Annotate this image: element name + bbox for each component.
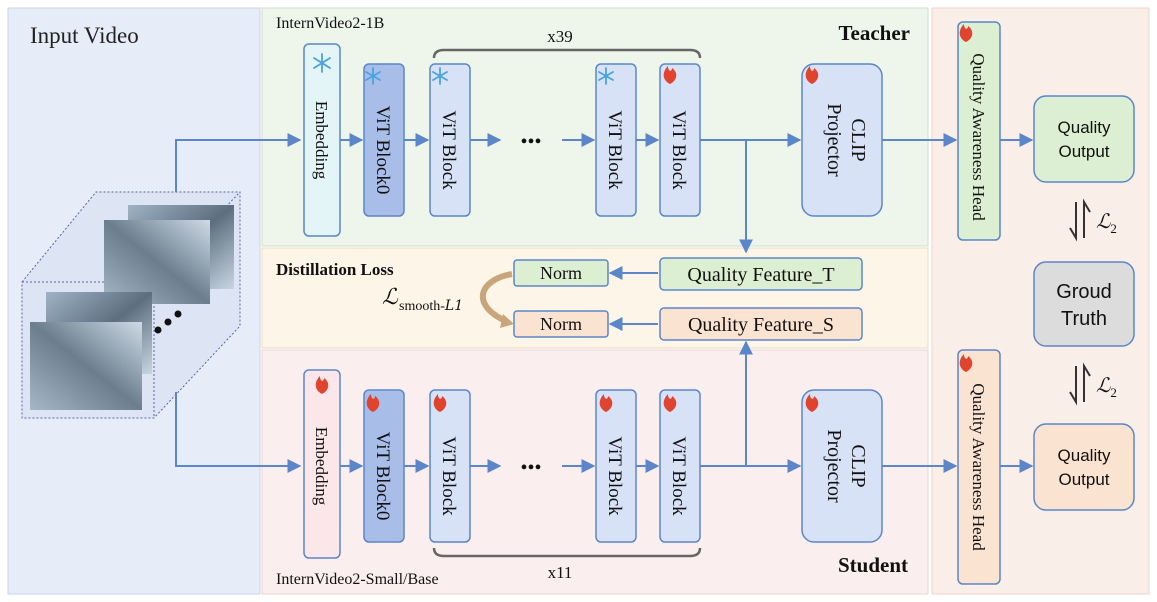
input-to-student-arrow <box>175 392 302 473</box>
qa-head-label: Quality Awareness Head <box>969 383 988 551</box>
student-ellipsis: ••• <box>520 457 541 479</box>
vit-block-label: ViT Block <box>604 110 625 190</box>
student-clip-projector: CLIP Projector <box>801 389 883 543</box>
projector-label: Projector <box>823 429 845 503</box>
ground-truth-line1: Groud <box>1056 281 1112 303</box>
frame-dot <box>174 310 182 318</box>
vit-block-label: ViT Block <box>438 436 459 516</box>
harpoon-icon <box>1069 366 1077 406</box>
quality-feature-s-label: Quality Feature_S <box>688 314 834 336</box>
vit-block0-label: ViT Block0 <box>372 432 393 521</box>
teacher-vit-block0: ViT Block0 <box>363 63 405 217</box>
teacher-vit-block: ViT Block <box>595 63 637 217</box>
snowflake-icon <box>432 67 448 85</box>
quality-output-line1: Quality <box>1058 446 1111 465</box>
teacher-vit-block: ViT Block <box>659 63 701 217</box>
frame-dot <box>164 318 172 326</box>
norm-label: Norm <box>540 263 582 283</box>
clip-label: CLIP <box>847 118 869 161</box>
projector-label: Projector <box>823 103 845 177</box>
student-embedding-box: Embedding <box>303 369 341 559</box>
vit-block-label: ViT Block <box>668 436 689 516</box>
video-frame <box>30 322 142 410</box>
frame-dot <box>154 326 162 334</box>
student-model-name: InternVideo2-Small/Base <box>276 571 439 588</box>
teacher-repeat-brace <box>432 48 702 59</box>
student-vit-block: ViT Block <box>595 389 637 543</box>
flame-icon <box>663 394 677 412</box>
norm-label: Norm <box>540 314 582 334</box>
quality-output-line2: Output <box>1058 142 1109 161</box>
l2-loss-upper: ℒ2 <box>1069 198 1117 242</box>
student-repeat-brace <box>432 547 702 558</box>
embedding-label: Embedding <box>312 427 331 506</box>
harpoon-icon <box>1069 202 1077 242</box>
input-to-teacher-arrow <box>175 133 302 192</box>
flame-icon <box>959 24 973 42</box>
student-vit-block: ViT Block <box>429 389 471 543</box>
student-label: Student <box>838 553 908 577</box>
distillation-title: Distillation Loss <box>276 260 394 279</box>
l2-loss-lower: ℒ2 <box>1069 362 1117 406</box>
input-video-title: Input Video <box>30 23 139 48</box>
harpoon-icon <box>1083 362 1091 402</box>
teacher-ellipsis: ••• <box>520 131 541 153</box>
svg-text:ℒ2: ℒ2 <box>1096 209 1117 236</box>
flame-icon <box>366 394 380 412</box>
vit-block-label: ViT Block <box>668 110 689 190</box>
smooth-l1-curve-arrow <box>479 271 513 325</box>
flame-icon <box>599 394 613 412</box>
video-frame <box>104 220 210 304</box>
teacher-model-name: InternVideo2-1B <box>276 15 384 32</box>
flame-icon <box>663 66 677 84</box>
svg-text:ℒ: ℒ <box>382 285 399 310</box>
student-quality-output: Quality Output <box>1033 423 1135 511</box>
quality-feature-t-box: Quality Feature_T <box>659 257 863 291</box>
quality-feature-s-box: Quality Feature_S <box>659 307 863 341</box>
norm-box-teacher: Norm <box>513 259 609 287</box>
teacher-repeat-label: x39 <box>547 27 573 46</box>
harpoon-icon <box>1083 198 1091 238</box>
flame-icon <box>315 376 329 394</box>
snowflake-icon <box>365 67 381 85</box>
snowflake-icon <box>313 53 331 73</box>
vit-block-label: ViT Block <box>604 436 625 516</box>
teacher-quality-output: Quality Output <box>1033 95 1135 183</box>
ground-truth-box: Groud Truth <box>1033 261 1135 347</box>
svg-text:smooth-L1: smooth-L1 <box>399 298 463 314</box>
student-vit-block0: ViT Block0 <box>363 389 405 543</box>
teacher-vit-block: ViT Block <box>429 63 471 217</box>
qa-head-label: Quality Awareness Head <box>969 53 988 221</box>
snowflake-icon <box>598 67 614 85</box>
clip-label: CLIP <box>847 444 869 487</box>
flame-icon <box>433 394 447 412</box>
teacher-quality-awareness-head: Quality Awareness Head <box>957 21 1001 241</box>
flame-icon <box>805 394 819 412</box>
teacher-clip-projector: CLIP Projector <box>801 63 883 217</box>
student-repeat-label: x11 <box>548 563 573 582</box>
flame-icon <box>805 66 819 84</box>
vit-block-label: ViT Block <box>438 110 459 190</box>
svg-text:ℒ2: ℒ2 <box>1096 373 1117 400</box>
student-quality-awareness-head: Quality Awareness Head <box>957 349 1001 585</box>
flame-icon <box>959 354 973 372</box>
smooth-l1-curve-arrowhead <box>500 314 514 328</box>
teacher-label: Teacher <box>838 21 910 45</box>
embedding-label: Embedding <box>312 101 331 180</box>
norm-box-student: Norm <box>513 310 609 338</box>
student-vit-block: ViT Block <box>659 389 701 543</box>
ground-truth-line2: Truth <box>1061 308 1107 330</box>
video-cube <box>21 191 241 419</box>
smooth-l1-loss-label: ℒ smooth-L1 <box>382 285 463 314</box>
quality-output-line1: Quality <box>1058 118 1111 137</box>
quality-feature-t-label: Quality Feature_T <box>687 264 834 286</box>
quality-output-line2: Output <box>1058 470 1109 489</box>
vit-block0-label: ViT Block0 <box>372 106 393 195</box>
